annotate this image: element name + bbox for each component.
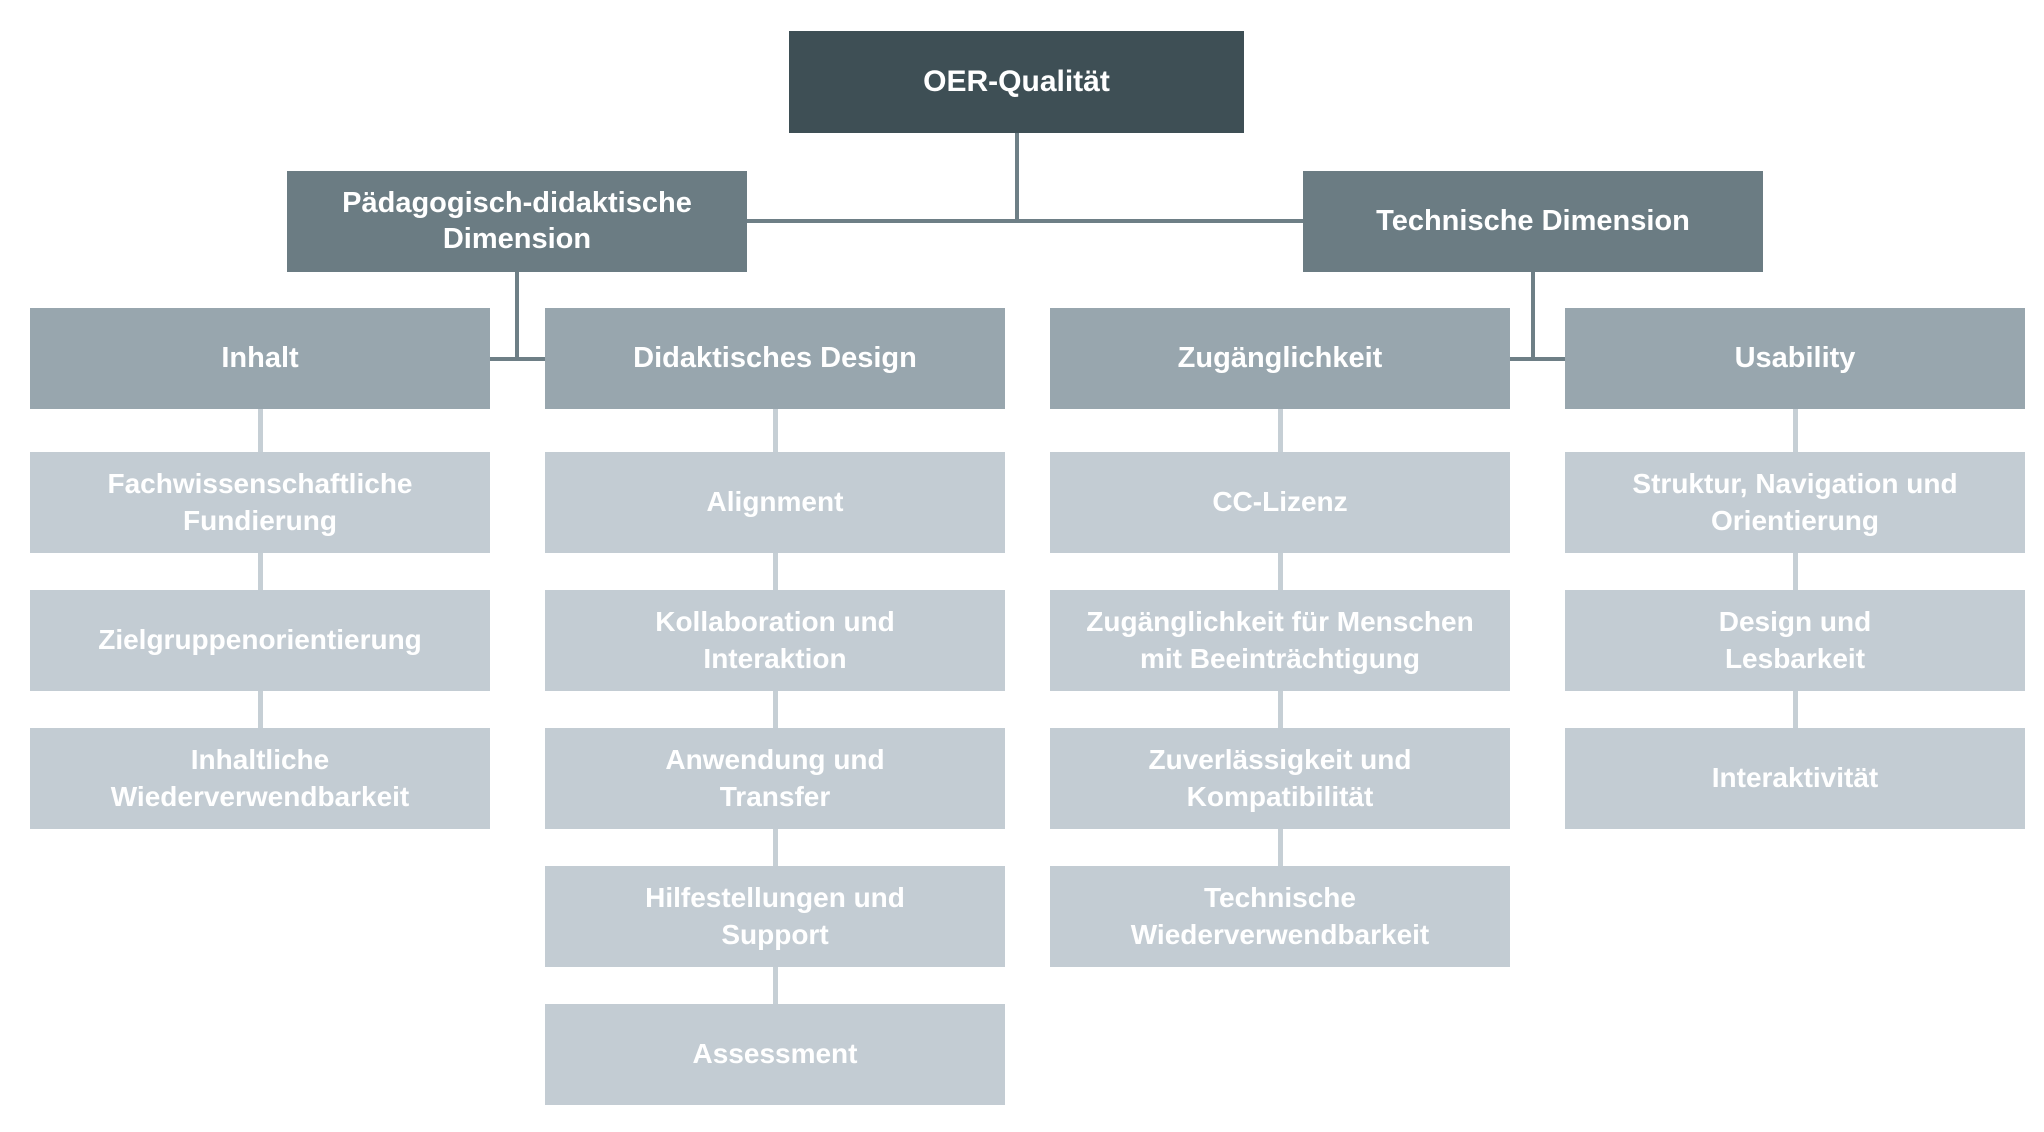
connector-item-link-assessment [773,967,778,1004]
item-box-cc-lizenz: CC-Lizenz [1050,452,1510,553]
dimension-box-technisch: Technische Dimension [1303,171,1763,272]
item-box-technische-wiederverwendbarkeit: Technische Wiederverwendbarkeit [1050,866,1510,967]
connector-item-link-interaktivitaet [1793,691,1798,728]
item-box-interaktivitaet: Interaktivität [1565,728,2025,829]
connector-category-link-usability [1793,409,1798,452]
item-box-struktur-navigation-und-orientierung: Struktur, Navigation und Orientierung [1565,452,2025,553]
item-box-alignment: Alignment [545,452,1005,553]
item-box-zuverlaessigkeit-und-kompatibilitaet: Zuverlässigkeit und Kompatibilität [1050,728,1510,829]
connector-root-spine [747,219,1303,223]
item-box-anwendung-und-transfer: Anwendung und Transfer [545,728,1005,829]
item-box-design-und-lesbarkeit: Design und Lesbarkeit [1565,590,2025,691]
category-box-inhalt: Inhalt [30,308,490,409]
connector-item-link-kollaboration-und-interaktion [773,553,778,590]
connector-item-link-anwendung-und-transfer [773,691,778,728]
connector-item-link-technische-wiederverwendbarkeit [1278,829,1283,866]
dimension-box-paedagogisch-didaktisch: Pädagogisch-didaktische Dimension [287,171,747,272]
connector-dimension-stub-paedagogisch-didaktische-dimension [490,356,545,361]
connector-dimension-stub-technische-dimension [1510,356,1565,361]
item-box-assessment: Assessment [545,1004,1005,1105]
category-box-zugaenglichkeit: Zugänglichkeit [1050,308,1510,409]
item-box-kollaboration-und-interaktion: Kollaboration und Interaktion [545,590,1005,691]
item-box-zugaenglichkeit-fuer-menschen-mit-beeintraechtigung: Zugänglichkeit für Menschen mit Beeinträ… [1050,590,1510,691]
connector-category-link-inhalt [258,409,263,452]
item-box-fachwissenschaftliche-fundierung: Fachwissenschaftliche Fundierung [30,452,490,553]
connector-category-link-didaktisches-design [773,409,778,452]
connector-item-link-zielgruppenorientierung [258,553,263,590]
connector-item-link-design-und-lesbarkeit [1793,553,1798,590]
item-box-hilfestellungen-und-support: Hilfestellungen und Support [545,866,1005,967]
connector-dimension-drop-technische-dimension [1531,272,1535,361]
item-box-zielgruppenorientierung: Zielgruppenorientierung [30,590,490,691]
connector-category-link-zugaenglichkeit [1278,409,1283,452]
connector-item-link-inhaltliche-wiederverwendbarkeit [258,691,263,728]
root-box-oer-qualitaet: OER-Qualität [789,31,1244,133]
connector-item-link-hilfestellungen-und-support [773,829,778,866]
category-box-usability: Usability [1565,308,2025,409]
category-box-didaktisches-design: Didaktisches Design [545,308,1005,409]
item-box-inhaltliche-wiederverwendbarkeit: Inhaltliche Wiederverwendbarkeit [30,728,490,829]
connector-item-link-zuverlaessigkeit-und-kompatibilitaet [1278,691,1283,728]
connector-dimension-drop-paedagogisch-didaktische-dimension [515,272,519,361]
connector-item-link-zugaenglichkeit-fuer-menschen-mit-beeintraechtigung [1278,553,1283,590]
connector-root-drop [1015,133,1019,223]
